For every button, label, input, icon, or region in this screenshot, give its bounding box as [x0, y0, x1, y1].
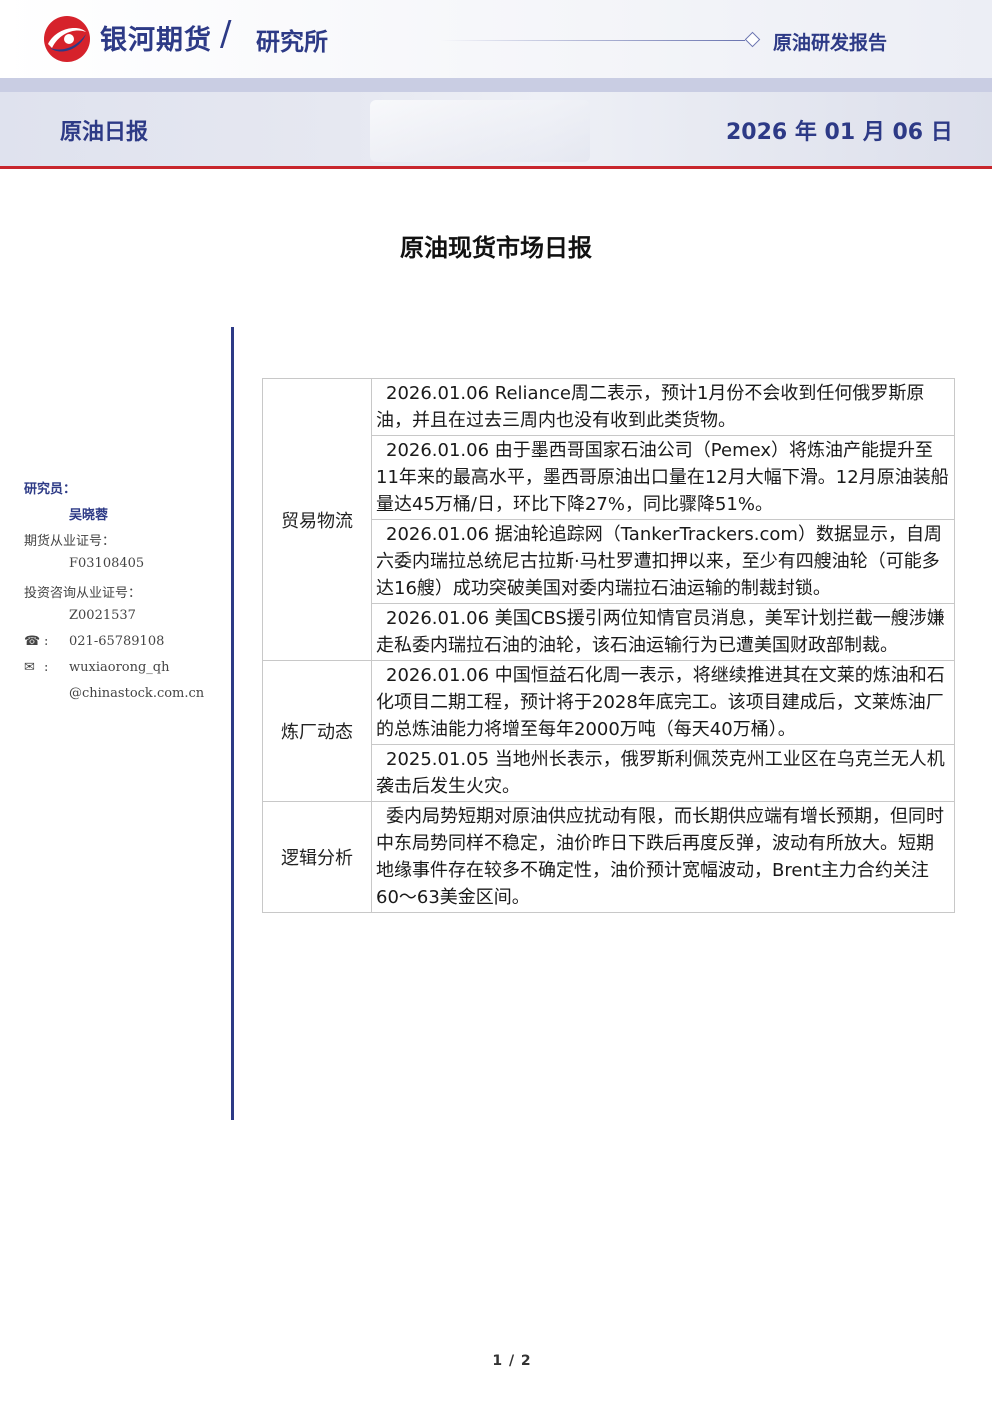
researcher-name: 吴晓蓉 — [69, 508, 109, 523]
email-user: wuxiaorong_qh — [69, 660, 170, 675]
phone-number: 021-65789108 — [69, 634, 165, 649]
researcher-label: 研究员： — [24, 482, 77, 497]
header-red-rule — [0, 166, 992, 169]
report-type: 原油研发报告 — [773, 32, 888, 54]
brand-name: 银河期货 — [100, 25, 212, 56]
page-number: 1 / 2 — [492, 1353, 532, 1369]
news-item: 2026.01.06 据油轮追踪网（TankerTrackers.com）数据显… — [371, 519, 955, 604]
table-row: 炼厂动态 2026.01.06 中国恒益石化周一表示，将继续推进其在文莱的炼油和… — [262, 660, 955, 802]
sidebar-divider — [231, 327, 234, 1120]
table-row: 贸易物流 2026.01.06 Reliance周二表示，预计1月份不会收到任何… — [262, 378, 955, 661]
email-icon: ✉ — [24, 660, 35, 675]
invest-cert-number: Z0021537 — [69, 608, 136, 623]
email-domain: @chinastock.com.cn — [69, 686, 205, 701]
futures-cert-label: 期货从业证号： — [24, 534, 116, 549]
header-decor-line — [440, 40, 745, 41]
category-trade-logistics: 贸易物流 — [262, 378, 372, 661]
news-item: 2026.01.06 由于墨西哥国家石油公司（Pemex）将炼油产能提升至11年… — [371, 435, 955, 520]
news-item: 2025.01.05 当地州长表示，俄罗斯利佩茨克州工业区在乌克兰无人机袭击后发… — [371, 744, 955, 802]
phone-icon: ☎ — [24, 634, 41, 649]
page-header: 银河期货 / 研究所 原油研发报告 原油日报 2026 年 01 月 06 日 — [0, 0, 992, 170]
table-row: 逻辑分析 委内局势短期对原油供应扰动有限，而长期供应端有增长预期，但同时中东局势… — [262, 801, 955, 913]
header-stripe — [0, 78, 992, 92]
news-item: 2026.01.06 Reliance周二表示，预计1月份不会收到任何俄罗斯原油… — [371, 378, 955, 436]
institute-name: 研究所 — [256, 28, 328, 56]
category-refinery-news: 炼厂动态 — [262, 660, 372, 802]
galaxy-futures-logo-icon — [44, 16, 90, 62]
futures-cert-number: F03108405 — [69, 556, 145, 571]
table-row: 2026.01.06 由于墨西哥国家石油公司（Pemex）将炼油产能提升至11年… — [263, 435, 955, 520]
invest-cert-label: 投资咨询从业证号： — [24, 586, 142, 601]
report-date: 2026 年 01 月 06 日 — [726, 120, 953, 145]
email-separator: : — [44, 660, 49, 675]
phone-separator: : — [44, 634, 49, 649]
header-band-decor — [370, 100, 590, 162]
brand-slash: / — [220, 14, 232, 54]
report-section: 原油日报 — [60, 120, 149, 145]
news-table: 贸易物流 2026.01.06 Reliance周二表示，预计1月份不会收到任何… — [262, 378, 955, 913]
news-item: 2026.01.06 美国CBS援引两位知情官员消息，美军计划拦截一艘涉嫌走私委… — [371, 603, 955, 661]
header-top-bar — [0, 0, 992, 78]
news-item: 2026.01.06 中国恒益石化周一表示，将继续推进其在文莱的炼油和石化项目二… — [371, 660, 955, 745]
analysis-item: 委内局势短期对原油供应扰动有限，而长期供应端有增长预期，但同时中东局势同样不稳定… — [371, 801, 955, 913]
table-row: 2025.01.05 当地州长表示，俄罗斯利佩茨克州工业区在乌克兰无人机袭击后发… — [263, 744, 955, 802]
category-logic-analysis: 逻辑分析 — [262, 801, 372, 913]
document-title: 原油现货市场日报 — [400, 234, 592, 262]
table-row: 2026.01.06 据油轮追踪网（TankerTrackers.com）数据显… — [263, 519, 955, 604]
